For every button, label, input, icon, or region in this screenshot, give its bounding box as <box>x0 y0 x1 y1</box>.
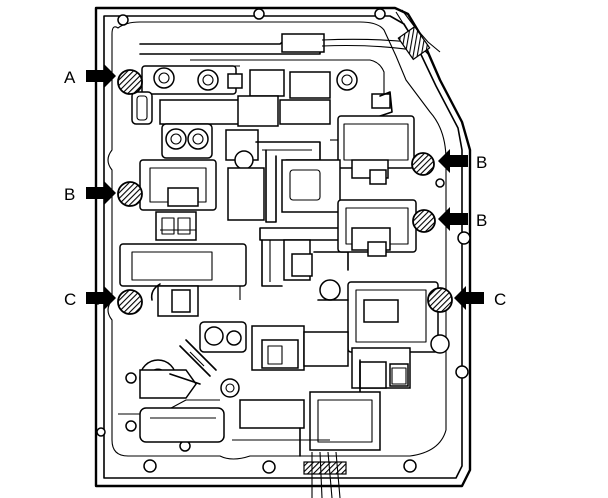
callout-label-b-left: B <box>64 185 75 204</box>
solenoid-left-b <box>139 159 217 241</box>
upper-left-valves <box>131 65 393 127</box>
callout-label-c-left: C <box>64 290 76 309</box>
check-ball-b-left <box>117 181 143 207</box>
lower-central-components <box>199 321 411 393</box>
check-ball-a <box>117 69 143 95</box>
callout-label-c-right: C <box>494 290 506 309</box>
mid-upper-components <box>161 123 321 223</box>
callout-label-b-right-upper: B <box>476 153 487 172</box>
callout-label-a: A <box>64 68 76 87</box>
wire-harness-top <box>139 9 441 96</box>
callout-c-right: C <box>454 286 506 310</box>
check-balls <box>117 69 453 315</box>
check-ball-c-left <box>117 289 143 315</box>
check-ball-b-right-upper <box>411 152 435 176</box>
callout-b-right-lower: B <box>438 207 487 231</box>
solenoid-right-c <box>317 279 450 354</box>
callout-b-left: B <box>64 181 116 205</box>
left-mid-block <box>119 243 247 317</box>
bottom-connector <box>232 391 381 498</box>
solenoid-upper-right <box>330 115 415 185</box>
callout-label-b-right-lower: B <box>476 211 487 230</box>
manual-valve-detent <box>118 339 240 443</box>
callout-a-left: A <box>64 64 116 88</box>
callout-b-right-upper: B <box>438 149 487 173</box>
solenoid-mid-right <box>337 199 417 257</box>
callout-c-left: C <box>64 286 116 310</box>
check-ball-b-right-lower <box>412 209 436 233</box>
check-ball-c-right <box>427 287 453 313</box>
